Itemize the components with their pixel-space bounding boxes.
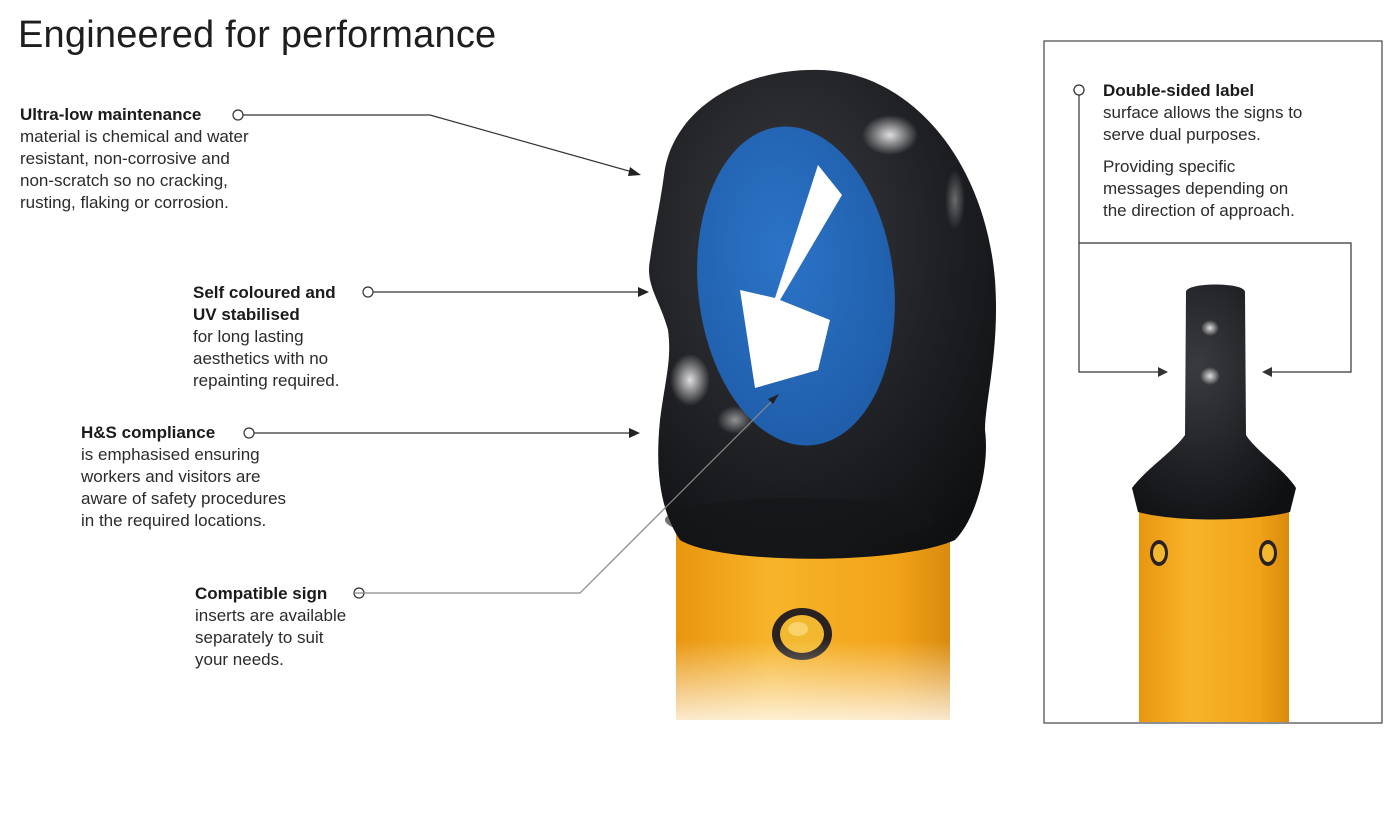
- callout-compatible-sign: Compatible sign inserts are available se…: [195, 583, 346, 671]
- callout-heading: Ultra-low maintenance: [20, 105, 202, 124]
- callout-text-line: your needs.: [195, 650, 284, 669]
- panel-text-line: surface allows the signs to: [1103, 103, 1303, 122]
- callout-text-line: aesthetics with no: [193, 349, 329, 368]
- callout-text-line: aware of safety procedures: [81, 489, 287, 508]
- callout-text-line: repainting required.: [193, 371, 340, 390]
- callout-text-line: workers and visitors are: [81, 467, 261, 486]
- callout-heading: H&S compliance: [81, 423, 216, 442]
- callout-text-line: material is chemical and water: [20, 127, 249, 146]
- callout-text-line: is emphasised ensuring: [81, 445, 260, 464]
- panel-heading: Double-sided label: [1103, 81, 1255, 100]
- sign-face: [697, 126, 895, 446]
- callout-hs-compliance: H&S compliance is emphasised ensuring wo…: [81, 422, 286, 532]
- panel-text-line: serve dual purposes.: [1103, 125, 1261, 144]
- main-bollard: [649, 69, 997, 740]
- callout-heading: UV stabilised: [193, 305, 300, 324]
- callout-heading: Compatible sign: [195, 584, 328, 603]
- callout-text-line: non-scratch so no cracking,: [20, 171, 228, 190]
- callout-leaders: [232, 109, 776, 599]
- hollow-circle-icon: [1073, 84, 1085, 96]
- detail-panel: [1043, 40, 1383, 724]
- callout-heading: Self coloured and: [193, 283, 336, 302]
- panel-text-line: Providing specific: [1103, 157, 1236, 176]
- callout-text-line: resistant, non-corrosive and: [20, 149, 230, 168]
- panel-text-line: messages depending on: [1103, 179, 1289, 198]
- callout-self-coloured: Self coloured and UV stabilised for long…: [193, 282, 339, 392]
- callout-text-line: rusting, flaking or corrosion.: [20, 193, 229, 212]
- panel-description: Double-sided label surface allows the si…: [1103, 80, 1353, 232]
- hollow-circle-icon: [362, 286, 374, 298]
- callout-text-line: inserts are available: [195, 606, 347, 625]
- page-title: Engineered for performance: [18, 14, 497, 56]
- callout-text-line: for long lasting: [193, 327, 304, 346]
- callout-text-line: separately to suit: [195, 628, 324, 647]
- down-left-arrow-icon: [740, 165, 842, 388]
- callout-ultra-low-maintenance: Ultra-low maintenance material is chemic…: [20, 104, 249, 214]
- callout-text-line: in the required locations.: [81, 511, 267, 530]
- panel-text-line: the direction of approach.: [1103, 201, 1295, 220]
